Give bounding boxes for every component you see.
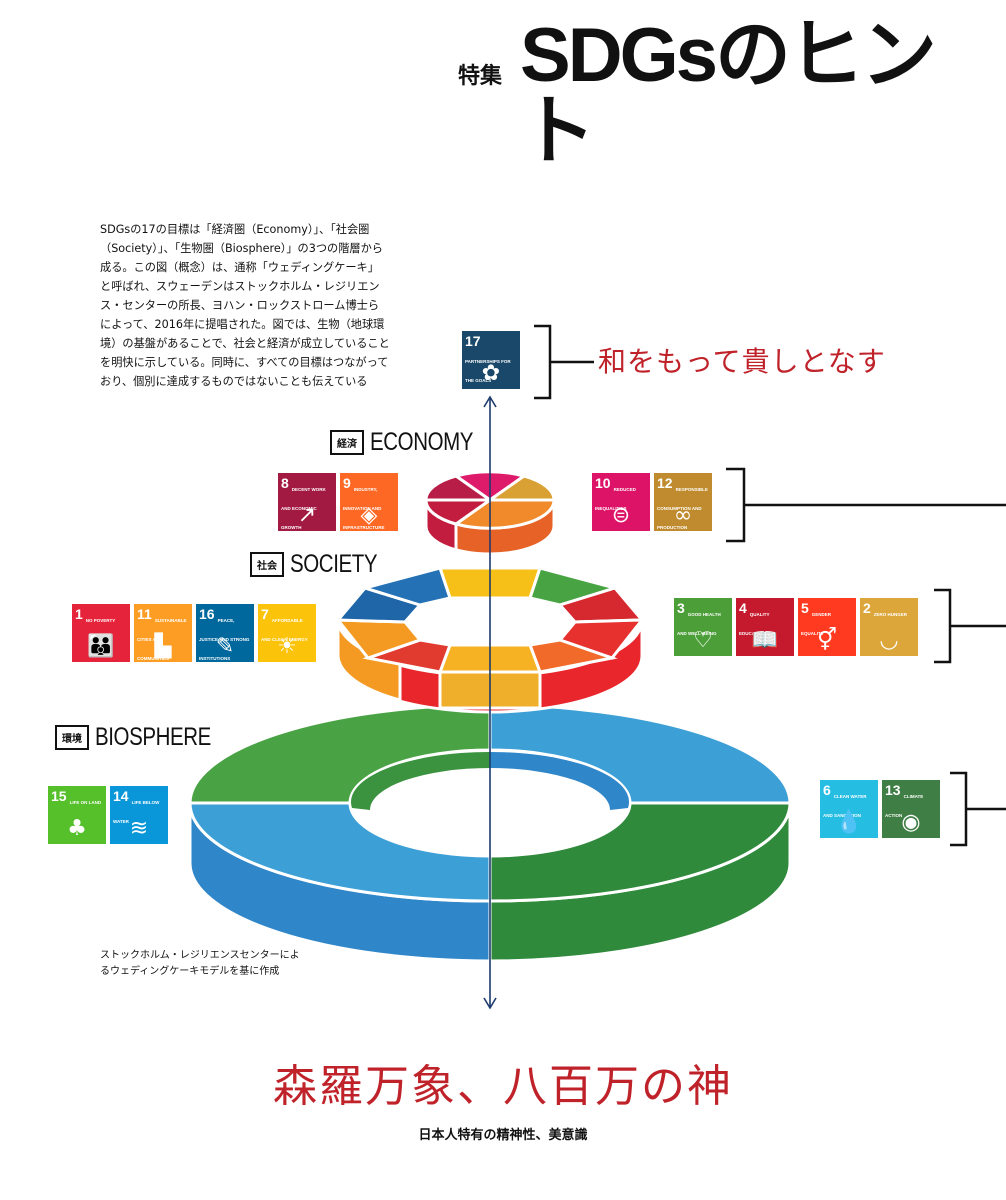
- goal-number: 2: [863, 600, 871, 616]
- city-icon: ▙: [154, 634, 172, 659]
- growth-chart-icon: ↗: [297, 503, 317, 528]
- goal-label: NO POVERTY: [85, 618, 116, 623]
- biosphere-hole-inner-blue: [490, 751, 629, 810]
- goal-number: 1: [75, 606, 83, 622]
- goal-label: INDUSTRY, INNOVATION AND INFRASTRUCTURE: [343, 487, 385, 530]
- goal-label: GENDER EQUALITY: [801, 612, 832, 636]
- flower-icon: ✿: [481, 361, 501, 386]
- goal-label: CLIMATE ACTION: [885, 794, 924, 818]
- bracket-biosphere: [950, 771, 1006, 847]
- goal-label: PARTNERSHIPS FOR THE GOALS: [465, 359, 511, 383]
- goal-number: 10: [595, 475, 611, 491]
- goal-number: 8: [281, 475, 289, 491]
- fish-icon: ≋: [129, 816, 149, 841]
- source-note: ストックホルム・レジリエンスセンターによるウェディングケーキモデルを基に作成: [100, 950, 300, 977]
- partnership-motto: 和をもって貴しとなす: [598, 345, 886, 378]
- goal-number: 11: [137, 606, 152, 622]
- goal-label: CLEAN WATER AND SANITATION: [823, 794, 867, 818]
- bowl-icon: ◡: [879, 628, 899, 653]
- sun-icon: ☀: [277, 634, 297, 659]
- bracket-economy: [726, 467, 1006, 543]
- tree-icon: ♣: [67, 816, 87, 841]
- goal-number: 7: [261, 606, 269, 622]
- bottom-subheading: 日本人特有の精神性、美意識: [418, 1128, 588, 1143]
- equals-icon: ⊜: [611, 503, 631, 528]
- biosphere-ring: [188, 703, 792, 963]
- goal-label: QUALITY EDUCATION: [739, 612, 770, 636]
- goal-number: 4: [739, 600, 747, 616]
- dove-icon: ✎: [215, 634, 235, 659]
- bracket-society: [934, 588, 1006, 664]
- goal-number: 5: [801, 600, 809, 616]
- goal-number: 12: [657, 475, 673, 491]
- biosphere-hole-inner-green: [351, 751, 490, 810]
- goal-number: 9: [343, 475, 351, 491]
- goal-label: RESPONSIBLE CONSUMPTION AND PRODUCTION: [657, 487, 708, 530]
- society-tag: 社会: [250, 552, 284, 577]
- biosphere-tag: 環境: [55, 725, 89, 750]
- page-title: SDGsのヒント: [520, 13, 937, 174]
- goal-label: AFFORDABLE AND CLEAN ENERGY: [261, 618, 308, 642]
- society-name: SOCIETY: [290, 550, 378, 578]
- goal-label: PEACE, JUSTICE AND STRONG INSTITUTIONS: [199, 618, 250, 661]
- biosphere-label: 環境 BIOSPHERE: [55, 723, 236, 752]
- biosphere-name: BIOSPHERE: [95, 723, 211, 751]
- heartbeat-icon: ♡: [693, 628, 713, 653]
- brackets: [534, 324, 1006, 847]
- goal-number: 17: [465, 333, 481, 349]
- society-side-orange: [336, 619, 402, 702]
- intro-paragraph: SDGsの17の目標は「経済圏（Economy）」、「社会圏（Society）」…: [100, 223, 390, 388]
- goal-label: LIFE ON LAND: [69, 800, 102, 805]
- goal-label: REDUCED INEQUALITIES: [595, 487, 636, 511]
- goal-label: ZERO HUNGER: [873, 612, 908, 617]
- goal-number: 13: [885, 782, 901, 798]
- family-icon: 👪: [87, 634, 115, 659]
- infinity-icon: ∞: [673, 503, 693, 528]
- society-seg-blue2: [359, 566, 452, 607]
- goal-label: DECENT WORK AND ECONOMIC GROWTH: [281, 487, 326, 530]
- cubes-icon: ◈: [360, 503, 378, 528]
- goal-number: 6: [823, 782, 831, 798]
- gender-icon: ⚥: [817, 628, 837, 653]
- bottom-heading: 森羅万象、八百万の神: [273, 1061, 733, 1112]
- goal-label: SUSTAINABLE CITIES AND COMMUNITIES: [137, 618, 187, 661]
- axis-arrow: [483, 395, 497, 1010]
- economy-tag: 経済: [330, 430, 364, 455]
- goal-label: LIFE BELOW WATER: [113, 800, 160, 824]
- eye-globe-icon: ◉: [901, 810, 921, 835]
- economy-name: ECONOMY: [370, 428, 474, 456]
- water-drop-icon: 💧: [835, 810, 863, 835]
- economy-label: 経済 ECONOMY: [330, 428, 496, 457]
- society-label: 社会 SOCIETY: [250, 550, 396, 579]
- goal-number: 14: [113, 788, 129, 804]
- goal-number: 3: [677, 600, 685, 616]
- economy-top-red2: [424, 474, 495, 502]
- society-ring: [334, 566, 646, 714]
- book-icon: 📖: [751, 628, 779, 653]
- feature-tag: 特集: [458, 64, 503, 89]
- goal-number: 16: [199, 606, 215, 622]
- goal-number: 15: [51, 788, 67, 804]
- bracket-partnership: [534, 324, 594, 400]
- goal-label: GOOD HEALTH AND WELL-BEING: [677, 612, 721, 636]
